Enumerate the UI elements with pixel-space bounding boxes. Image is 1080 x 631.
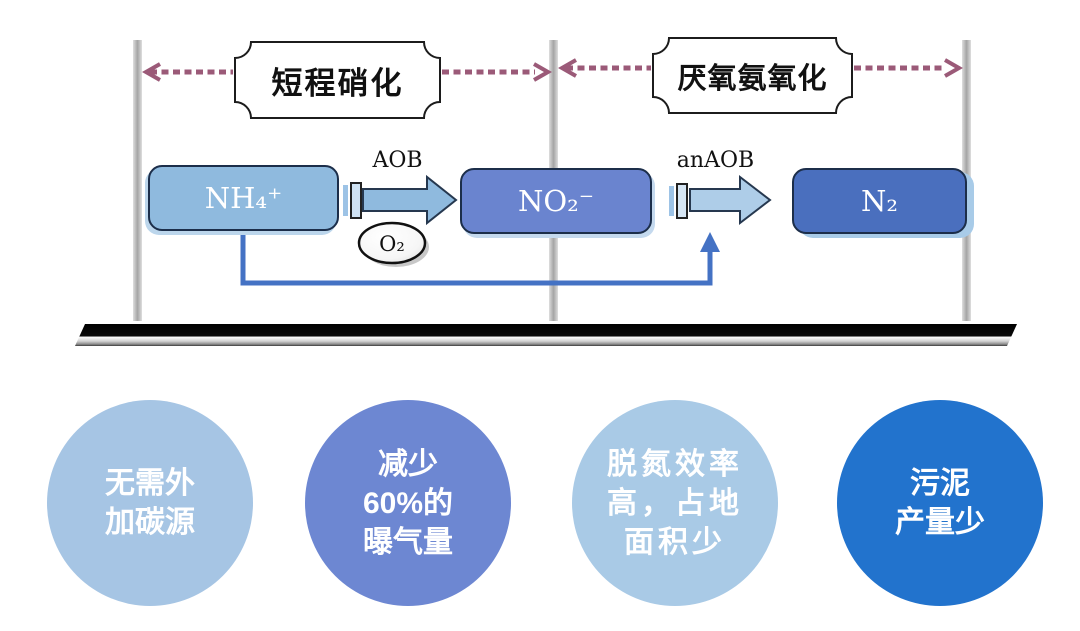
node-ammonium: NH₄⁺ <box>148 165 339 231</box>
dashed-span-arrows-stage1 <box>141 62 553 82</box>
bypass-arrow <box>240 229 720 286</box>
o2-label: O₂ <box>359 230 425 257</box>
o2-ellipse <box>357 221 429 267</box>
o2-label-text: O₂ <box>379 231 405 256</box>
divider-bar-left <box>133 40 142 321</box>
benefit-circle-less-aeration: 减少 60%的 曝气量 <box>305 400 511 606</box>
ground-bar <box>75 324 1017 346</box>
stage-label-shortcut-nitrification: 短程硝化 <box>235 42 440 118</box>
arrowhead-left-icon <box>557 58 577 78</box>
benefit-circle-less-sludge: 污泥 产量少 <box>837 400 1043 606</box>
arrowhead-right-icon <box>944 58 964 78</box>
node-nitrogen-gas: N₂ <box>792 168 967 234</box>
plaque-shortcut-nitrification <box>234 41 441 119</box>
stage-label-text: 厌氧氨氧化 <box>677 62 828 95</box>
aob-block-arrow <box>343 174 458 226</box>
benefit-circle-no-carbon-source: 无需外 加碳源 <box>47 400 253 606</box>
anaob-block-arrow <box>669 174 772 226</box>
block-arrow-right-icon <box>362 174 458 226</box>
plaque-anammox <box>652 37 853 114</box>
arrowhead-up-icon <box>700 232 720 252</box>
aob-label-text: AOB <box>372 147 423 173</box>
block-arrow-right-icon <box>689 174 772 226</box>
anaob-label: anAOB <box>663 147 768 173</box>
stage-label-anammox: 厌氧氨氧化 <box>653 38 852 113</box>
dashed-span-arrows-stage2 <box>557 58 964 78</box>
node-nitrite: NO₂⁻ <box>460 168 652 234</box>
anaob-label-text: anAOB <box>676 147 755 173</box>
arrowhead-right-icon <box>533 62 553 82</box>
benefit-circle-high-efficiency-small-footprint: 脱氮效率 高，占地 面积少 <box>572 400 778 606</box>
aob-label: AOB <box>350 147 445 173</box>
stage-label-text: 短程硝化 <box>271 65 404 101</box>
arrowhead-left-icon <box>141 62 161 82</box>
